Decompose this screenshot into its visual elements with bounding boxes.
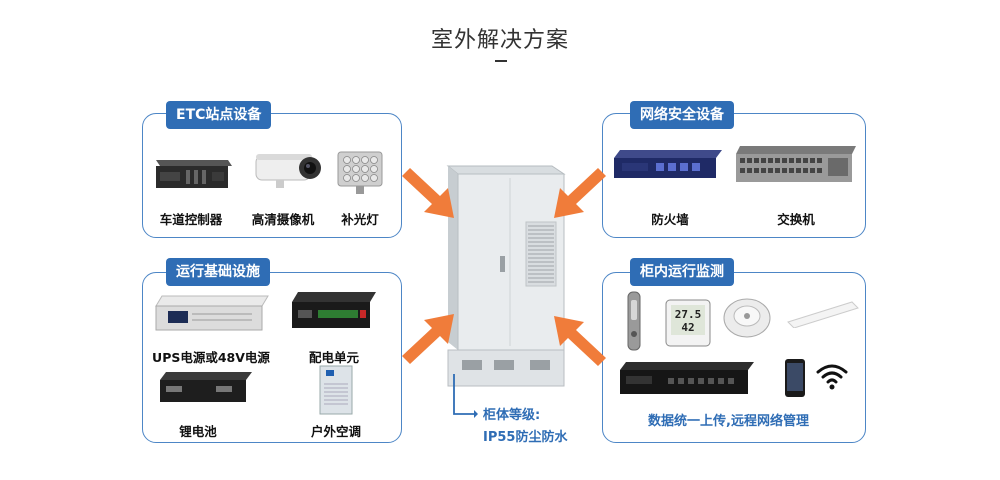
arrow-infra-to-cabinet xyxy=(400,314,454,364)
ups-power-label: UPS电源或48V电源 xyxy=(152,350,270,365)
switch-label: 交换机 xyxy=(777,212,815,227)
cabinet-spec-line2: IP55防尘防水 xyxy=(483,430,568,445)
network-panel-tag: 网络安全设备 xyxy=(630,101,734,129)
outdoor-ac-label: 户外空调 xyxy=(310,424,361,439)
lithium-battery-icon xyxy=(160,372,252,402)
arrow-network-to-cabinet xyxy=(554,168,608,218)
etc-panel-tag: ETC站点设备 xyxy=(166,101,272,129)
outdoor-ac-icon xyxy=(319,365,353,415)
lane-controller-label: 车道控制器 xyxy=(159,212,223,227)
monitor-caption: 数据统一上传,远程网络管理 xyxy=(648,414,809,429)
monitor-panel-tag: 柜内运行监测 xyxy=(630,258,734,286)
smoke-detector-icon xyxy=(723,298,771,338)
svg-text:27.5: 27.5 xyxy=(675,308,702,321)
arrow-etc-to-cabinet xyxy=(400,168,454,218)
smartphone-icon xyxy=(785,359,805,397)
lithium-battery-label: 锂电池 xyxy=(179,424,217,439)
thermometer-display-icon: 27.5 42 xyxy=(665,299,711,347)
firewall-icon xyxy=(614,150,722,178)
power-distribution-unit-icon xyxy=(292,292,376,328)
switch-icon xyxy=(736,146,856,182)
title-divider xyxy=(495,60,507,62)
pdu-label: 配电单元 xyxy=(308,350,359,365)
hd-camera-icon xyxy=(255,154,321,188)
monitor-host-icon xyxy=(620,362,754,394)
wifi-icon xyxy=(816,364,848,390)
fill-light-label: 补光灯 xyxy=(341,212,379,227)
ups-power-icon xyxy=(155,295,269,331)
svg-text:42: 42 xyxy=(681,321,694,334)
cabinet-spec-line1: 柜体等级: xyxy=(483,408,541,423)
hd-camera-label: 高清摄像机 xyxy=(251,212,315,227)
water-sensor-icon xyxy=(787,301,859,328)
page-title: 室外解决方案 xyxy=(430,28,569,53)
door-lock-icon xyxy=(627,291,641,351)
spec-pointer-line xyxy=(453,374,478,418)
lane-controller-icon xyxy=(156,160,232,188)
infra-panel-tag: 运行基础设施 xyxy=(166,258,270,286)
firewall-label: 防火墙 xyxy=(651,212,689,227)
monitor-panel xyxy=(602,272,866,443)
fill-light-icon xyxy=(337,151,383,194)
arrow-monitor-to-cabinet xyxy=(554,316,608,366)
cabinet-icon xyxy=(446,165,566,387)
